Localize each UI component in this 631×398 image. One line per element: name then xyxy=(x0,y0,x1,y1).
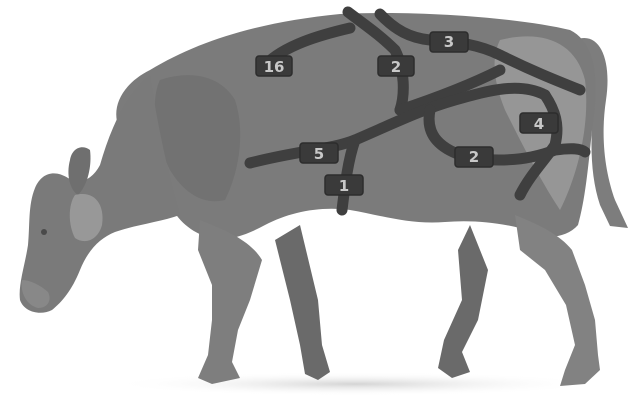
cow-snout xyxy=(21,280,50,308)
badge-flank: 2 xyxy=(454,146,494,168)
cow-ear xyxy=(68,147,91,195)
badge-label: 1 xyxy=(339,177,349,195)
tail xyxy=(572,38,628,228)
badge-label: 4 xyxy=(534,115,544,133)
cow-head xyxy=(19,75,181,313)
cheek-highlight xyxy=(69,194,103,242)
route-rump-down xyxy=(514,89,563,201)
route-upper-spine xyxy=(342,6,409,116)
badge-label: 2 xyxy=(391,58,401,76)
near-hind-leg xyxy=(515,215,600,386)
badge-label: 16 xyxy=(264,58,285,76)
badge-label: 3 xyxy=(444,33,454,51)
far-hind-leg xyxy=(438,225,488,378)
cow-body xyxy=(116,12,596,240)
badge-label: 2 xyxy=(469,148,479,166)
route-mid-back xyxy=(394,64,506,116)
cow-eye xyxy=(41,229,47,235)
route-top-branch xyxy=(374,8,586,96)
badge-belly-low: 1 xyxy=(324,174,364,196)
badge-upper-back: 2 xyxy=(377,55,415,77)
route-flank-loop xyxy=(423,104,591,166)
badge-label: 5 xyxy=(314,145,324,163)
badge-top-back: 3 xyxy=(429,31,469,53)
route-belly-down xyxy=(336,134,361,216)
badge-neck-top: 16 xyxy=(255,55,293,77)
badge-belly-center: 5 xyxy=(299,142,339,164)
badge-rump: 4 xyxy=(519,112,559,134)
near-front-leg xyxy=(198,220,262,384)
far-front-leg xyxy=(275,225,330,380)
ground-shadow xyxy=(110,372,600,396)
shoulder-shade xyxy=(154,75,241,202)
